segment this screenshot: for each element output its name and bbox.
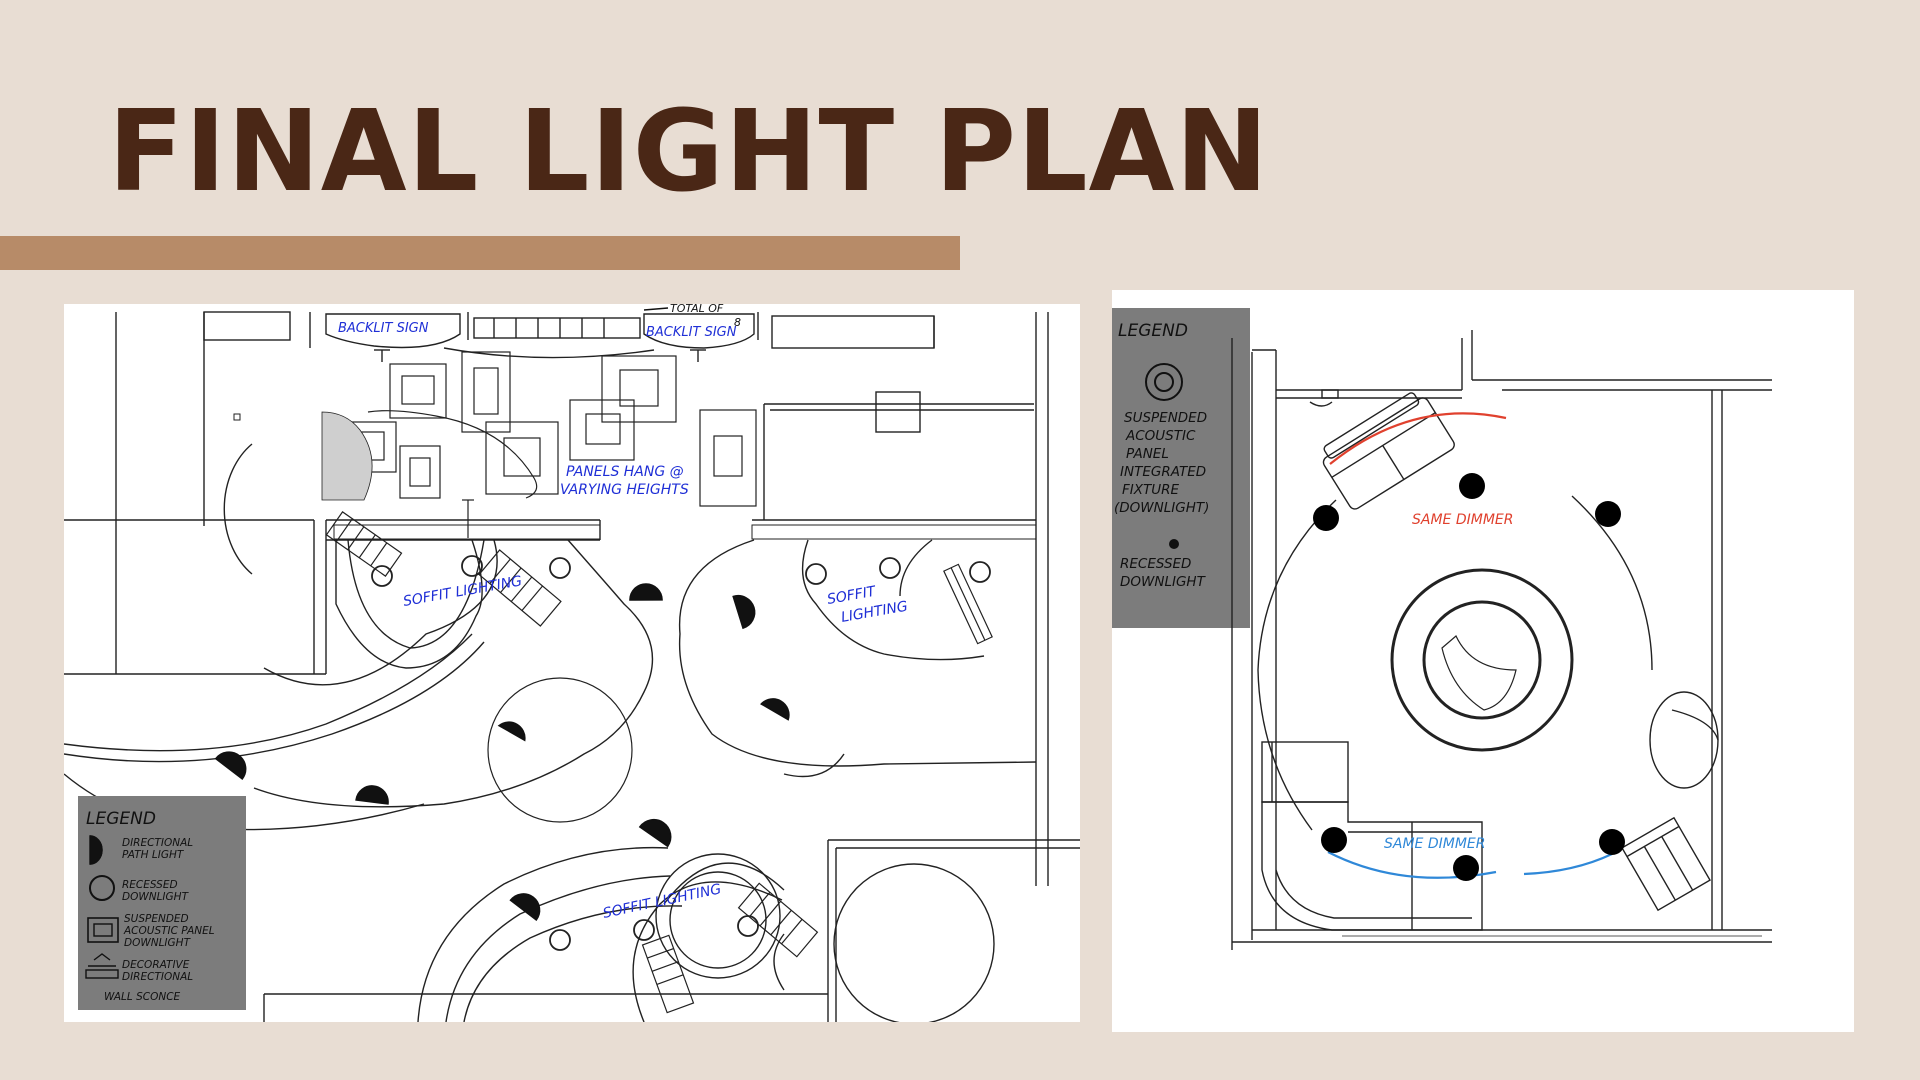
left-arc: [223, 443, 253, 575]
right-legend-item1-line4: INTEGRATED: [1120, 464, 1206, 480]
soffit-lighting-label-3: SOFFIT LIGHTING: [602, 881, 723, 922]
recessed-downlight-icon: [89, 875, 115, 901]
benches: [325, 511, 993, 1014]
backlit-sign-left-label: BACKLIT SIGN: [338, 321, 429, 336]
right-legend-item1-line2: ACOUSTIC: [1125, 428, 1196, 444]
right-legend-item1-line6: (DOWNLIGHT): [1114, 500, 1209, 516]
recessed-downlight-icon-right: [1169, 539, 1179, 549]
panels-note-line1: PANELS HANG @: [566, 464, 684, 480]
soffit-lighting-label-1: SOFFIT LIGHTING: [402, 573, 524, 610]
right-legend: LEGEND SUSPENDED ACOUSTIC PANEL INTEGRAT…: [1112, 308, 1250, 628]
left-legend: LEGEND DIRECTIONAL PATH LIGHT RECESSED D…: [78, 796, 246, 1010]
directional-path-lights: [214, 583, 790, 922]
backlit-sign-counters: [325, 313, 755, 362]
same-dimmer-top-label: SAME DIMMER: [1412, 512, 1513, 528]
panels-note-line2: VARYING HEIGHTS: [560, 482, 689, 498]
legend-item-1-line2: PATH LIGHT: [122, 849, 185, 861]
right-floor-plan: LEGEND SUSPENDED ACOUSTIC PANEL INTEGRAT…: [1112, 290, 1854, 1032]
wall-sconce-icon: [85, 953, 119, 979]
recessed-downlights: [371, 555, 991, 951]
acoustic-panels: [321, 351, 757, 538]
left-plan-walls: [64, 311, 1080, 1022]
suspended-acoustic-panel-icon: [1145, 363, 1183, 401]
right-legend-item2-line1: RECESSED: [1120, 556, 1191, 572]
legend-item-4-line1: DECORATIVE: [122, 959, 190, 971]
right-legend-item1-line1: SUSPENDED: [1124, 410, 1207, 426]
dimmer-arc-bottom-right: [1523, 853, 1613, 876]
same-dimmer-bottom-label: SAME DIMMER: [1384, 836, 1485, 852]
legend-item-3-line2: ACOUSTIC PANEL: [123, 925, 215, 937]
backlit-sign-right-label: BACKLIT SIGN: [646, 325, 737, 340]
lounge-layout: [1257, 392, 1719, 931]
title-accent-bar: [0, 236, 960, 270]
page-title: FINAL LIGHT PLAN: [108, 87, 1270, 217]
total-count-label: 8: [734, 316, 741, 329]
legend-item-1-line1: DIRECTIONAL: [122, 837, 193, 849]
right-recessed-downlights: [1313, 473, 1625, 881]
right-legend-item1-line5: FIXTURE: [1122, 482, 1180, 498]
right-legend-title: LEGEND: [1118, 321, 1188, 341]
left-floor-plan: BACKLIT SIGN BACKLIT SIGN PANELS HANG @ …: [64, 304, 1080, 1022]
total-of-label: TOTAL OF: [670, 304, 724, 315]
legend-item-2-line1: RECESSED: [122, 879, 178, 891]
acoustic-panel-downlight-icon: [87, 917, 119, 943]
left-legend-title: LEGEND: [86, 809, 156, 829]
right-plan-walls: [1231, 330, 1772, 950]
legend-item-4-line2: DIRECTIONAL: [122, 971, 193, 983]
legend-item-4-line3: WALL SCONCE: [104, 991, 181, 1003]
right-legend-item1-line3: PANEL: [1126, 446, 1169, 462]
legend-item-2-line2: DOWNLIGHT: [122, 891, 190, 903]
dimmer-arc-top: [1329, 412, 1507, 465]
right-legend-item2-line2: DOWNLIGHT: [1120, 574, 1207, 590]
legend-item-3-line3: DOWNLIGHT: [124, 937, 192, 949]
legend-item-3-line1: SUSPENDED: [124, 913, 189, 925]
